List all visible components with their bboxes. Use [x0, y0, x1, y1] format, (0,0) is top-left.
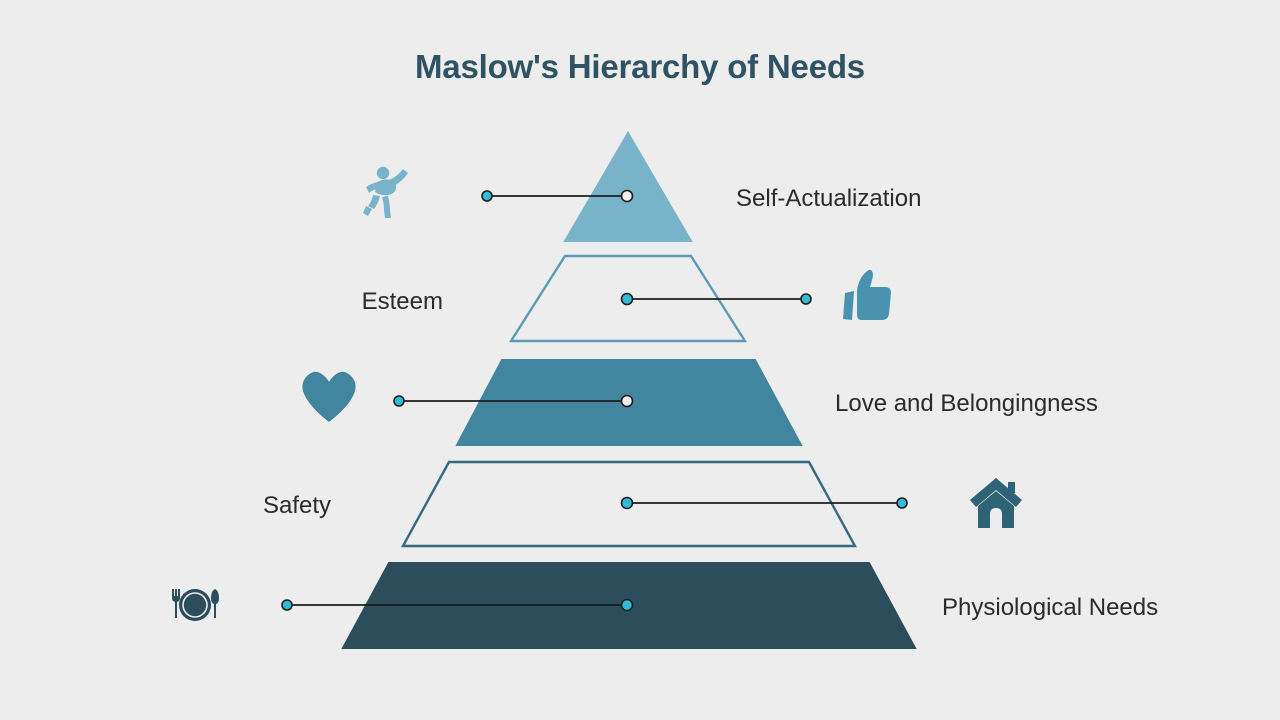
tier-self-actualization[interactable]: Self-Actualization — [363, 131, 921, 242]
connector-dot-inner-physiological-needs — [620, 598, 634, 612]
tier-label-esteem: Esteem — [362, 288, 443, 315]
page-title: Maslow's Hierarchy of Needs — [415, 48, 865, 85]
tier-love-and-belongingness[interactable]: Love and Belongingness — [302, 359, 1098, 446]
tier-label-safety: Safety — [263, 492, 331, 519]
connector-dot-inner-safety — [620, 496, 634, 510]
tier-physiological-needs[interactable]: Physiological Needs — [172, 562, 1158, 649]
tier-safety[interactable]: Safety — [263, 460, 1022, 548]
running-person-icon — [363, 166, 408, 218]
connector-dot-outer-safety — [896, 497, 908, 509]
tier-shape-safety[interactable] — [400, 460, 858, 548]
connector-dot-outer-self-actualization — [481, 190, 493, 202]
tier-label-love-and-belongingness: Love and Belongingness — [835, 390, 1098, 417]
connector-dot-inner-esteem — [620, 292, 634, 306]
connector-dot-outer-love-and-belongingness — [393, 395, 405, 407]
thumbs-up-icon — [843, 269, 891, 320]
connector-dot-inner-love-and-belongingness — [620, 394, 634, 408]
tier-label-physiological-needs: Physiological Needs — [942, 594, 1158, 621]
tier-esteem[interactable]: Esteem — [362, 254, 891, 343]
heart-icon — [302, 371, 356, 422]
tier-shape-self-actualization[interactable] — [563, 131, 693, 242]
tier-label-self-actualization: Self-Actualization — [736, 185, 921, 212]
connector-dot-outer-esteem — [800, 293, 812, 305]
tier-shape-esteem[interactable] — [508, 254, 748, 343]
connector-dot-outer-physiological-needs — [281, 599, 293, 611]
plate-cutlery-icon — [172, 589, 219, 621]
connector-dot-inner-self-actualization — [620, 189, 634, 203]
house-icon — [970, 478, 1022, 528]
